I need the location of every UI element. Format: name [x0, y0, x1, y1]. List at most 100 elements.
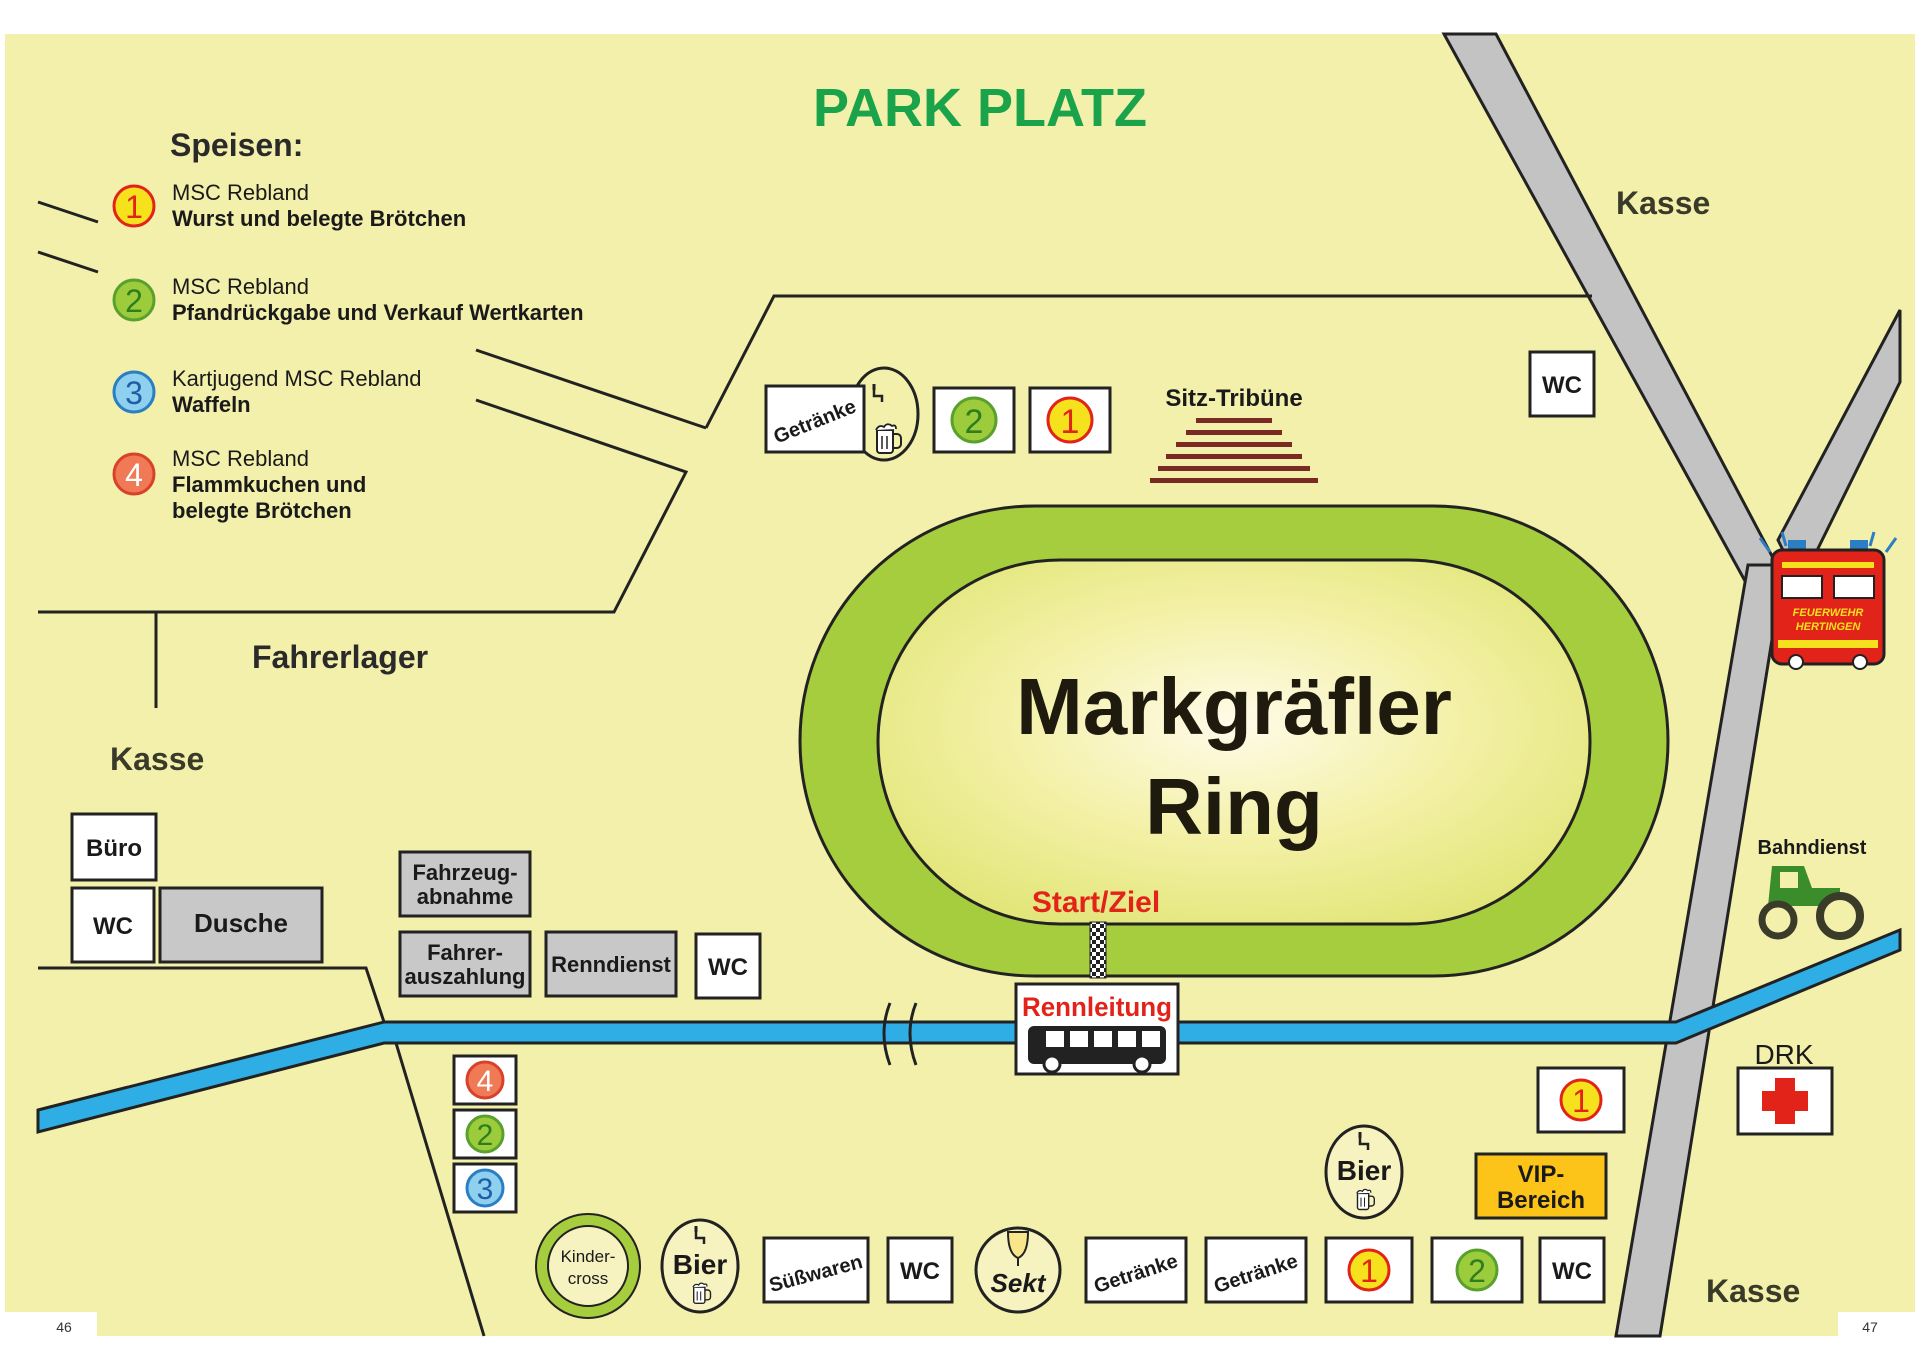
svg-text:Dusche: Dusche: [194, 908, 288, 938]
legend-offer-2: Pfandrückgabe und Verkauf Wertkarten: [172, 300, 584, 325]
legend-offer-3: Waffeln: [172, 392, 251, 417]
first-aid-label: DRK: [1754, 1039, 1813, 1070]
beer-stand-bottom-left[interactable]: Bier: [660, 1218, 740, 1314]
svg-text:2: 2: [1468, 1253, 1486, 1289]
svg-text:3: 3: [477, 1173, 494, 1206]
legend: Speisen: 1 MSC Rebland Wurst und belegte…: [112, 127, 584, 523]
red-cross-icon: [1762, 1078, 1808, 1124]
paddock-label: Fahrerlager: [252, 639, 428, 675]
svg-text:2: 2: [477, 1119, 494, 1152]
drinks-stand-bottom-1[interactable]: Getränke: [1084, 1236, 1188, 1304]
track-name-line1: Markgräfler: [1016, 662, 1452, 751]
fire-truck-text-1: FEUERWEHR: [1793, 607, 1864, 619]
page-number-right: 47: [1862, 1319, 1878, 1335]
shower-building[interactable]: Dusche: [158, 886, 324, 964]
svg-text:cross: cross: [568, 1269, 609, 1288]
tractor-icon: [1758, 866, 1864, 940]
svg-text:Renndienst: Renndienst: [551, 952, 671, 977]
svg-text:Bier: Bier: [1337, 1155, 1392, 1186]
bus-icon: [1028, 1026, 1166, 1074]
svg-text:VIP-: VIP-: [1518, 1161, 1565, 1188]
stall-2-bottom[interactable]: 2: [1430, 1236, 1524, 1304]
svg-text:1: 1: [1360, 1253, 1378, 1289]
infield: [876, 558, 1592, 926]
paths: [37, 200, 1592, 1337]
grandstand-icon: [1150, 418, 1318, 483]
svg-text:2: 2: [965, 403, 984, 441]
svg-text:Fahrer-: Fahrer-: [427, 940, 503, 965]
bridge: [882, 1002, 918, 1066]
svg-text:Büro: Büro: [86, 835, 142, 862]
sparkling-wine-stand[interactable]: Sekt: [974, 1226, 1062, 1314]
svg-text:auszahlung: auszahlung: [404, 964, 525, 989]
svg-text:1: 1: [1061, 403, 1080, 441]
legend-vendor-4: MSC Rebland: [172, 446, 309, 471]
svg-text:Bereich: Bereich: [1497, 1187, 1585, 1214]
stall-4-lower[interactable]: 4: [452, 1054, 518, 1106]
office-building[interactable]: Büro: [70, 812, 158, 882]
stall-2-lower-left[interactable]: 2: [452, 1108, 518, 1160]
svg-text:Sekt: Sekt: [991, 1268, 1047, 1298]
legend-vendor-3: Kartjugend MSC Rebland: [172, 366, 421, 391]
start-finish-label: Start/Ziel: [1032, 886, 1160, 919]
page-number-left: 46: [56, 1319, 72, 1335]
svg-text:WC: WC: [1552, 1258, 1592, 1285]
svg-text:4: 4: [125, 457, 143, 493]
svg-text:Kinder-: Kinder-: [561, 1247, 616, 1266]
rail-service-label: Bahndienst: [1758, 837, 1867, 859]
stall-1-top[interactable]: 1: [1028, 386, 1112, 454]
vip-area[interactable]: VIP- Bereich: [1474, 1152, 1608, 1220]
fire-truck-icon: FEUERWEHR HERTINGEN: [1758, 531, 1898, 670]
drinks-stand-top[interactable]: Getränke: [764, 366, 920, 462]
legend-title: Speisen:: [170, 127, 303, 163]
race-service[interactable]: Renndienst: [544, 930, 678, 998]
kids-cross[interactable]: Kinder- cross: [535, 1213, 641, 1319]
stall-3-lower[interactable]: 3: [452, 1162, 518, 1214]
legend-marker-4: [112, 452, 156, 496]
legend-marker-3: [112, 370, 156, 414]
drinks-stand-bottom-2[interactable]: Getränke: [1204, 1236, 1308, 1304]
first-aid-station[interactable]: DRK: [1736, 1039, 1834, 1136]
sweets-stand[interactable]: Süßwaren: [762, 1236, 870, 1304]
legend-marker-2: [112, 278, 156, 322]
legend-offer-4a: Flammkuchen und: [172, 472, 366, 497]
race-control[interactable]: Rennleitung: [1014, 982, 1180, 1076]
cash-desk-bottom-right: Kasse: [1706, 1273, 1800, 1309]
svg-text:Fahrzeug-: Fahrzeug-: [412, 860, 517, 885]
legend-marker-1: [112, 184, 156, 228]
cash-desk-top-right: Kasse: [1616, 185, 1710, 221]
map-title: PARK PLATZ: [813, 78, 1147, 138]
svg-text:WC: WC: [1542, 372, 1582, 399]
svg-text:4: 4: [477, 1065, 494, 1098]
checkered-flag-icon: [1089, 921, 1107, 979]
svg-text:1: 1: [125, 189, 143, 225]
svg-text:abnahme: abnahme: [417, 884, 514, 909]
fire-truck-text-2: HERTINGEN: [1796, 621, 1862, 633]
legend-vendor-2: MSC Rebland: [172, 274, 309, 299]
svg-text:2: 2: [125, 283, 143, 319]
wc-top-right[interactable]: WC: [1528, 350, 1596, 418]
svg-text:WC: WC: [93, 913, 133, 940]
beer-stand-bottom-right[interactable]: Bier: [1324, 1124, 1404, 1220]
wc-paddock-2[interactable]: WC: [694, 932, 762, 1000]
champagne-glass-icon: [1006, 1231, 1030, 1266]
river: [36, 927, 1902, 1134]
legend-vendor-1: MSC Rebland: [172, 180, 309, 205]
stall-1-right[interactable]: 1: [1536, 1066, 1626, 1134]
svg-text:3: 3: [125, 375, 143, 411]
stall-1-bottom[interactable]: 1: [1324, 1236, 1414, 1304]
grandstand-label: Sitz-Tribüne: [1165, 385, 1302, 412]
wc-bottom-1[interactable]: WC: [886, 1236, 954, 1304]
legend-offer-1: Wurst und belegte Brötchen: [172, 206, 466, 231]
svg-text:1: 1: [1572, 1083, 1590, 1119]
legend-offer-4b: belegte Brötchen: [172, 498, 352, 523]
cash-desk-left: Kasse: [110, 741, 204, 777]
stall-2-top[interactable]: 2: [932, 386, 1016, 454]
wc-paddock[interactable]: WC: [70, 886, 156, 964]
svg-text:Bier: Bier: [673, 1249, 728, 1280]
driver-payout[interactable]: Fahrer- auszahlung: [398, 930, 532, 998]
race-control-label: Rennleitung: [1022, 992, 1172, 1022]
vehicle-inspection[interactable]: Fahrzeug- abnahme: [398, 850, 532, 918]
wc-bottom-2[interactable]: WC: [1538, 1236, 1606, 1304]
